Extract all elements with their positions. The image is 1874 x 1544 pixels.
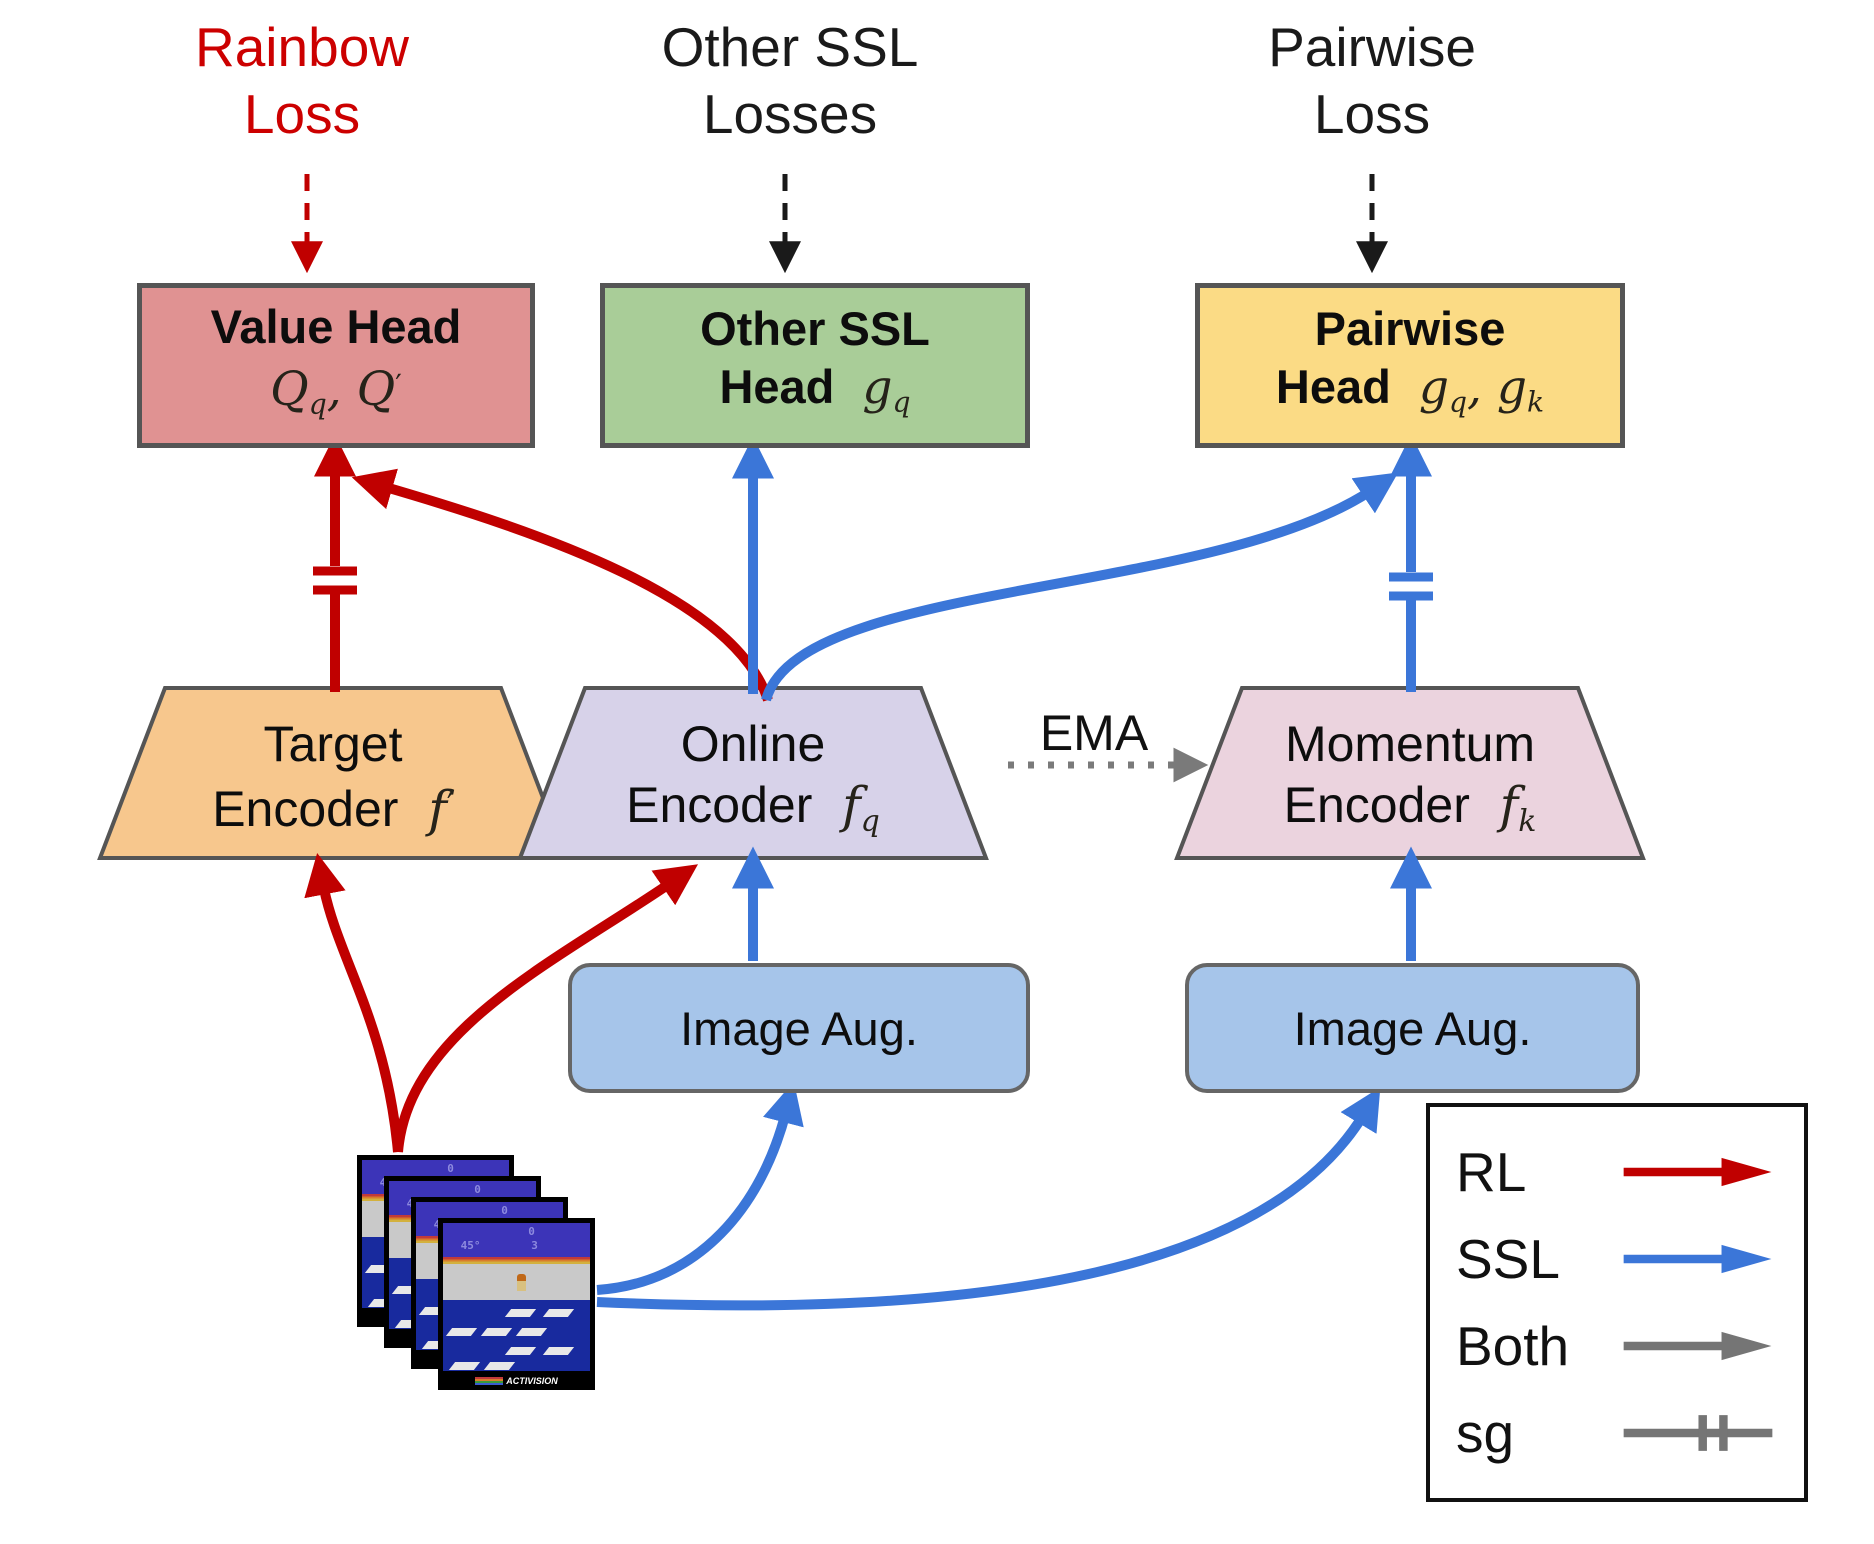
value-head-title: Value Head xyxy=(210,299,462,353)
other-ssl-losses-line2: Losses xyxy=(702,83,878,145)
player-sprite xyxy=(516,1274,526,1291)
legend-row-ssl: SSL xyxy=(1456,1227,1778,1291)
momentum-encoder-f: f xyxy=(1499,776,1519,834)
momentum-encoder-word: Encoder xyxy=(1283,777,1470,833)
rainbow-loss-label: Rainbow Loss xyxy=(102,14,502,148)
pairwise-head-box: Pairwise Head gq, gk xyxy=(1195,283,1625,448)
frame-score: 0 xyxy=(447,1162,454,1175)
legend-row-rl: RL xyxy=(1456,1140,1778,1204)
rainbow-loss-line1: Rainbow xyxy=(194,16,409,78)
online-encoder-line1: Online xyxy=(680,716,826,772)
game-screen: 0 45° 3 xyxy=(443,1223,590,1371)
other-ssl-head-line1: Other SSL xyxy=(700,301,930,355)
value-head-math: Qq, Q′ xyxy=(270,356,402,434)
pairwise-head-line2: Head gq, gk xyxy=(1276,358,1544,431)
other-ssl-head-line2: Head gq xyxy=(719,358,910,431)
target-encoder-line1: Target xyxy=(263,716,403,772)
rl-arrow-frames-to-online xyxy=(393,864,699,1153)
value-head-q2: , Q xyxy=(326,361,396,417)
other-ssl-head-box: Other SSL Head gq xyxy=(600,283,1030,448)
rl-arrow-frames-to-target xyxy=(304,853,403,1153)
frame-sea xyxy=(443,1300,590,1371)
ssl-arrow-frames-to-right-imageaug xyxy=(596,1087,1381,1311)
pairwise-head-g2: g xyxy=(1496,359,1527,415)
value-head-q1: Q xyxy=(270,361,309,417)
momentum-encoder-f-sub: k xyxy=(1518,804,1537,839)
game-frame-front: 0 45° 3 ACTIVISION xyxy=(438,1218,595,1390)
pairwise-head-line1: Pairwise xyxy=(1314,301,1506,355)
pairwise-head-g1-sub: q xyxy=(1448,385,1467,419)
legend-label-rl: RL xyxy=(1456,1141,1527,1203)
pairwise-head-g1: g xyxy=(1418,359,1449,415)
image-aug-box-right: Image Aug. xyxy=(1185,963,1640,1093)
other-ssl-losses-label: Other SSL Losses xyxy=(590,14,990,148)
ema-label: EMA xyxy=(1039,705,1149,761)
frame-rainbow-stripe xyxy=(443,1257,590,1264)
momentum-encoder-line2: Encoder fk xyxy=(1200,775,1620,852)
target-encoder-word: Encoder xyxy=(212,780,399,837)
legend-blue-arrow-icon xyxy=(1623,1244,1772,1274)
legend-red-arrow-icon xyxy=(1623,1157,1772,1187)
online-encoder-label: Online Encoder fq xyxy=(543,714,963,852)
other-ssl-head-g-sub: q xyxy=(892,385,911,419)
online-encoder-f: f xyxy=(842,776,861,834)
legend-label-ssl: SSL xyxy=(1456,1228,1560,1290)
legend-label-both: Both xyxy=(1456,1315,1570,1377)
legend-gray-arrow-icon xyxy=(1623,1331,1772,1361)
online-encoder-shape xyxy=(517,686,989,860)
image-aug-box-left: Image Aug. xyxy=(568,963,1030,1093)
value-head-q1-sub: q xyxy=(308,387,327,421)
pairwise-loss-line1: Pairwise xyxy=(1268,16,1476,78)
target-encoder-f-prime: ′ xyxy=(446,787,454,823)
value-head-q2-prime: ′ xyxy=(395,367,402,402)
pairwise-head-g2-sub: k xyxy=(1526,385,1545,419)
frame-score: 0 xyxy=(528,1225,535,1238)
pairwise-loss-line2: Loss xyxy=(1313,83,1431,145)
pairwise-head-comma: , xyxy=(1467,359,1497,415)
frame-ice-bank xyxy=(443,1264,590,1300)
target-encoder-f: f xyxy=(428,779,447,838)
activision-bar: ACTIVISION xyxy=(443,1371,590,1390)
frame-score: 0 xyxy=(501,1204,508,1217)
other-ssl-losses-line1: Other SSL xyxy=(661,16,919,78)
frame-lives: 3 xyxy=(531,1239,538,1252)
rl-arrow-online-to-valuehead xyxy=(351,468,773,702)
activision-rainbow-icon xyxy=(475,1376,504,1385)
pairwise-loss-label: Pairwise Loss xyxy=(1172,14,1572,148)
momentum-encoder-shape xyxy=(1174,686,1646,860)
frame-sky: 0 45° 3 xyxy=(443,1223,590,1257)
target-encoder-line2: Encoder f′ xyxy=(123,775,543,840)
game-frame-stack: 0 45° 3 ACTIVISION xyxy=(357,1155,597,1392)
online-encoder-line2: Encoder fq xyxy=(543,775,963,852)
pairwise-head-word: Head xyxy=(1275,359,1391,413)
target-encoder-label: Target Encoder f′ xyxy=(123,714,543,840)
legend-row-sg: sg xyxy=(1456,1401,1778,1465)
value-head-box: Value Head Qq, Q′ xyxy=(137,283,535,448)
legend-stop-gradient-icon xyxy=(1623,1415,1773,1451)
online-encoder-f-sub: q xyxy=(860,804,880,839)
online-encoder-word: Encoder xyxy=(626,777,813,833)
ssl-arrow-online-to-pairwisehead xyxy=(761,472,1399,702)
frame-score: 0 xyxy=(474,1183,481,1196)
image-aug-right-label: Image Aug. xyxy=(1293,1001,1532,1055)
momentum-encoder-line1: Momentum xyxy=(1284,716,1536,772)
other-ssl-head-g: g xyxy=(862,359,893,415)
rainbow-loss-line2: Loss xyxy=(243,83,361,145)
legend-row-both: Both xyxy=(1456,1314,1778,1378)
momentum-encoder-label: Momentum Encoder fk xyxy=(1200,714,1620,852)
legend-box: RL SSL Both sg xyxy=(1426,1103,1808,1502)
frame-angle: 45° xyxy=(460,1239,481,1252)
ssl-arrow-frames-to-left-imageaug xyxy=(596,1081,804,1295)
other-ssl-head-word: Head xyxy=(719,359,835,413)
image-aug-left-label: Image Aug. xyxy=(680,1001,918,1055)
activision-text: ACTIVISION xyxy=(506,1375,558,1386)
legend-label-sg: sg xyxy=(1456,1402,1515,1464)
